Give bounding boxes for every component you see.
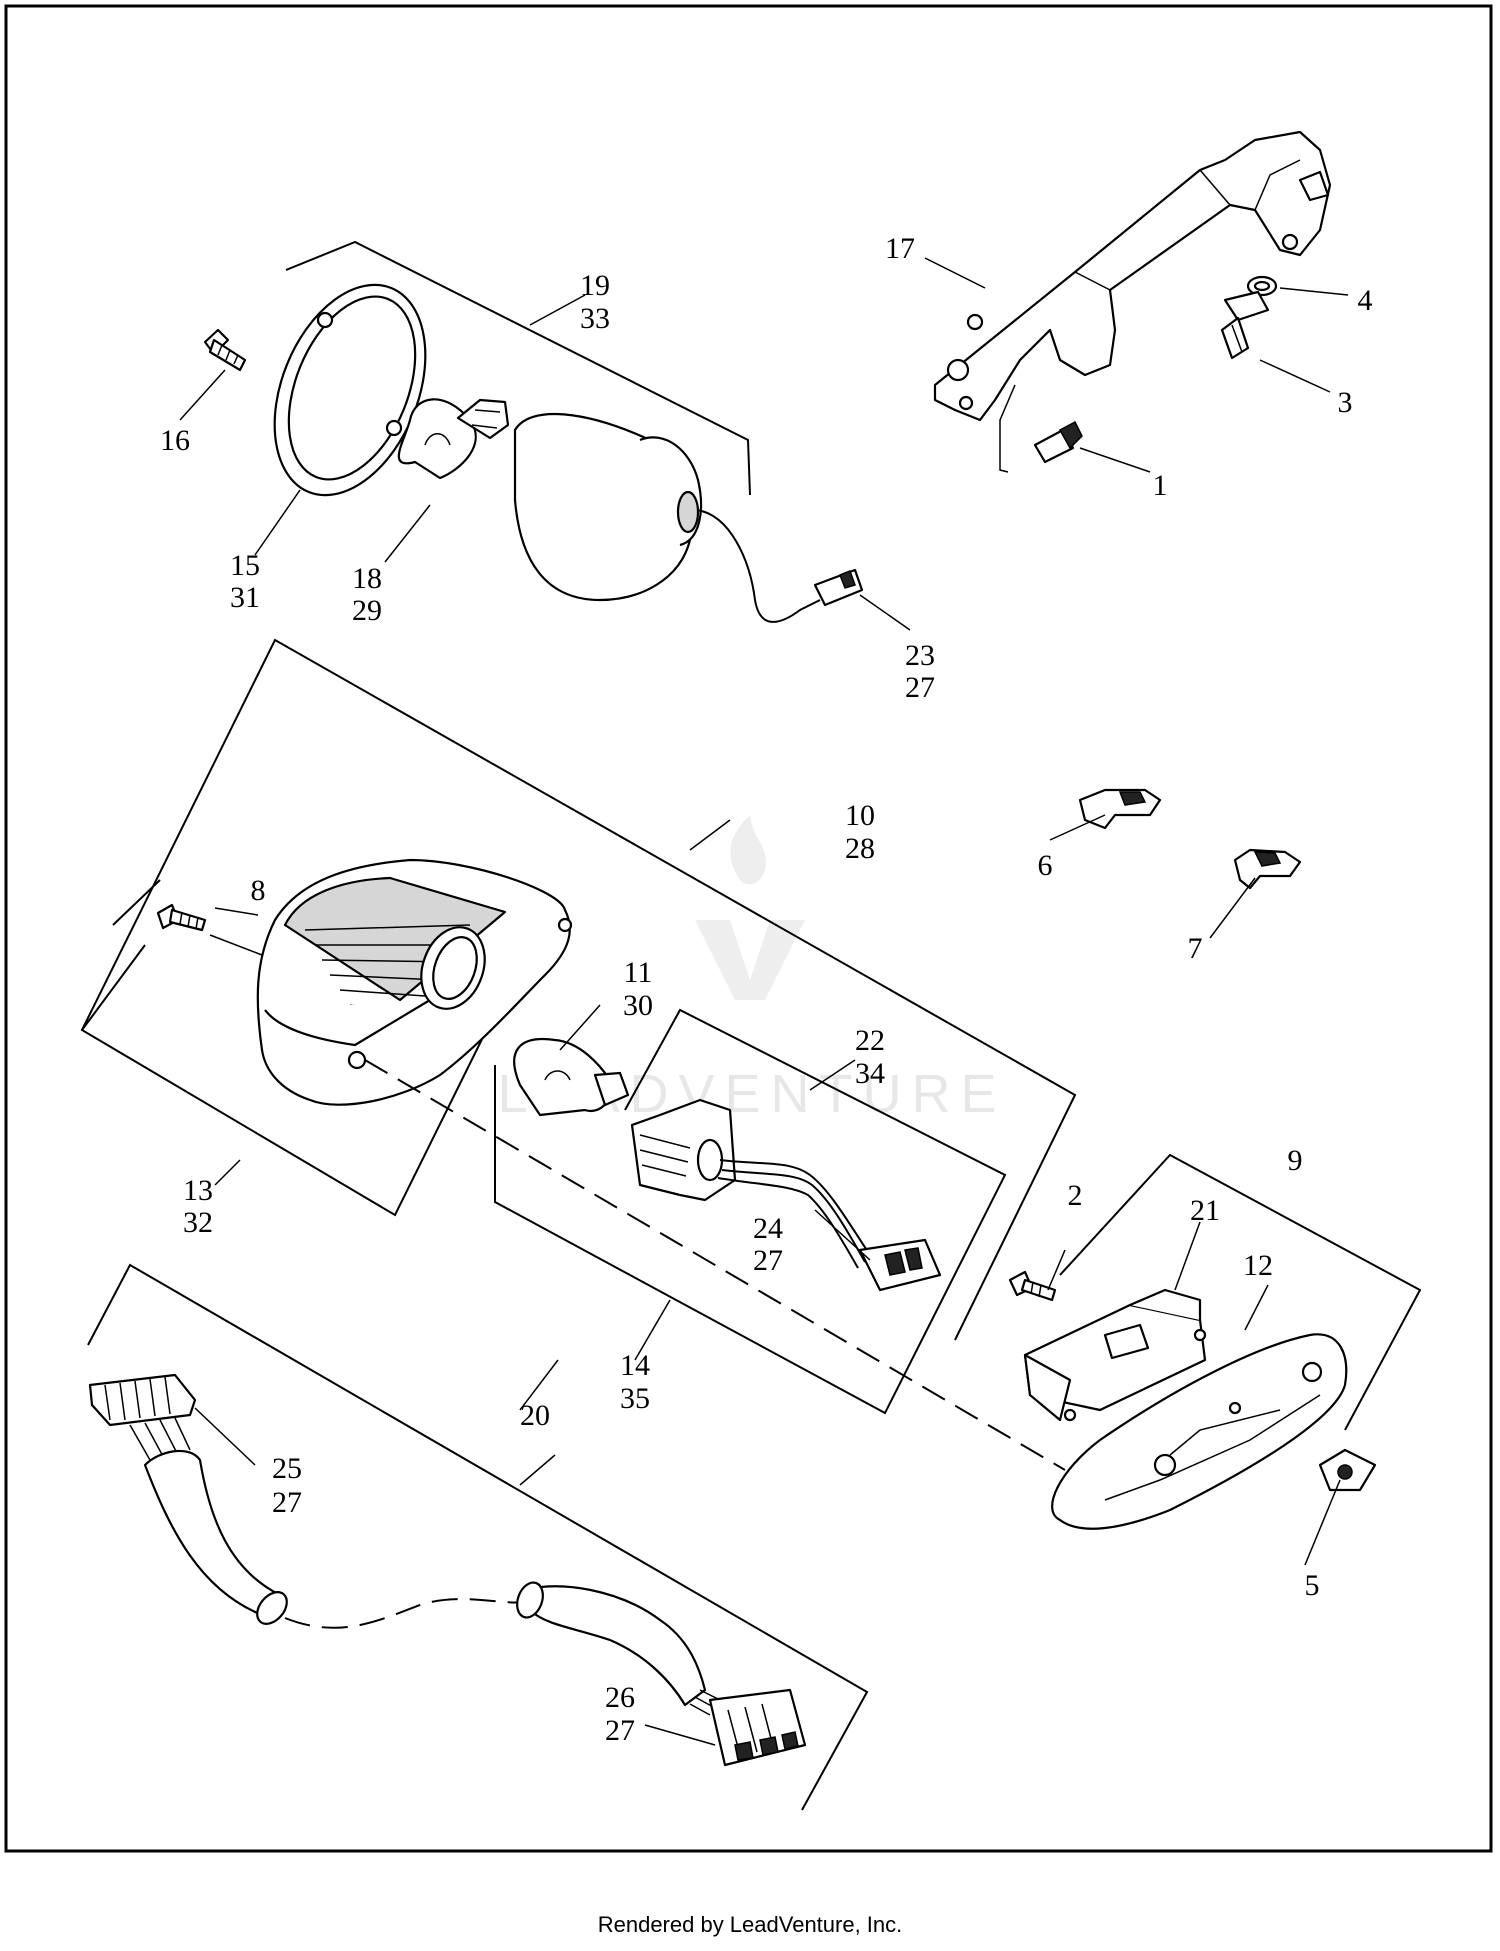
callout-16: 16 <box>160 424 190 457</box>
screw <box>203 328 247 372</box>
callout-22: 22 <box>855 1024 885 1057</box>
callout-10b: 28 <box>845 832 875 865</box>
callout-17: 17 <box>885 232 915 265</box>
callout-1: 1 <box>1153 469 1168 502</box>
license-lamp-socket <box>1023 1288 1207 1422</box>
callout-20: 20 <box>520 1399 550 1432</box>
mounting-bracket <box>933 130 1332 422</box>
callout-10: 10 <box>845 799 875 832</box>
wire-clip <box>1233 848 1302 890</box>
group-20-bracket <box>87 1263 869 1811</box>
callout-3: 3 <box>1338 386 1353 419</box>
group-13-bracket <box>80 944 491 1217</box>
group-10-bracket <box>81 638 1077 1341</box>
callout-15b: 31 <box>230 581 260 614</box>
callout-14b: 35 <box>620 1382 650 1415</box>
diagram-frame <box>4 4 1493 1853</box>
wiring-harness <box>88 1373 807 1767</box>
wire-clip <box>1078 788 1162 830</box>
callout-8: 8 <box>251 874 266 907</box>
callout-7: 7 <box>1188 932 1203 965</box>
nut <box>1318 1448 1377 1492</box>
group-19-bracket <box>285 240 751 496</box>
leader-lines <box>179 257 1349 1746</box>
callout-23: 23 <box>905 639 935 672</box>
footer-credit: Rendered by LeadVenture, Inc. <box>597 1912 903 1937</box>
bulb <box>397 398 510 480</box>
callout-24b: 27 <box>753 1244 783 1277</box>
callout-15: 15 <box>230 549 260 582</box>
callout-19b: 33 <box>580 302 610 335</box>
callout-6: 6 <box>1038 849 1053 882</box>
callout-22b: 34 <box>855 1057 885 1090</box>
bracket-notch-line <box>999 384 1016 473</box>
turn-signal-lamp <box>513 412 864 623</box>
callout-18: 18 <box>352 562 382 595</box>
callout-4: 4 <box>1358 284 1373 317</box>
callout-19: 19 <box>580 269 610 302</box>
tail-lamp-housing <box>256 858 573 1106</box>
lens-ring <box>273 283 427 497</box>
hex-bolt <box>1220 290 1270 360</box>
wire-lead <box>717 1159 942 1292</box>
callout-18b: 29 <box>352 594 382 627</box>
callout-12: 12 <box>1243 1249 1273 1282</box>
bulb <box>513 1038 630 1117</box>
group-14-bracket <box>494 1008 1007 1415</box>
callout-25b: 27 <box>272 1486 302 1519</box>
callout-13b: 32 <box>183 1206 213 1239</box>
callout-labels: 1 2 3 4 5 6 7 8 9 10 28 11 30 12 13 32 1… <box>160 232 1373 1747</box>
callout-26b: 27 <box>605 1714 635 1747</box>
callout-11: 11 <box>624 956 653 989</box>
callout-21: 21 <box>1190 1194 1220 1227</box>
callout-24: 24 <box>753 1212 783 1245</box>
callout-5: 5 <box>1305 1569 1320 1602</box>
callout-13: 13 <box>183 1174 213 1207</box>
assembly-axis <box>364 1059 1066 1471</box>
group-9-bracket <box>1059 1153 1422 1431</box>
callout-9: 9 <box>1288 1144 1303 1177</box>
callout-2: 2 <box>1068 1179 1083 1212</box>
callout-26: 26 <box>605 1681 635 1714</box>
callout-14: 14 <box>620 1349 650 1382</box>
screw <box>156 903 207 932</box>
screw-axis <box>209 934 263 956</box>
callout-25: 25 <box>272 1452 302 1485</box>
callout-23b: 27 <box>905 671 935 704</box>
socket <box>630 1098 737 1202</box>
screw <box>1033 420 1083 464</box>
license-lamp-lens <box>1051 1333 1348 1530</box>
callout-11b: 30 <box>623 989 653 1022</box>
screw <box>1008 1270 1057 1302</box>
lock-washer <box>1246 275 1278 297</box>
